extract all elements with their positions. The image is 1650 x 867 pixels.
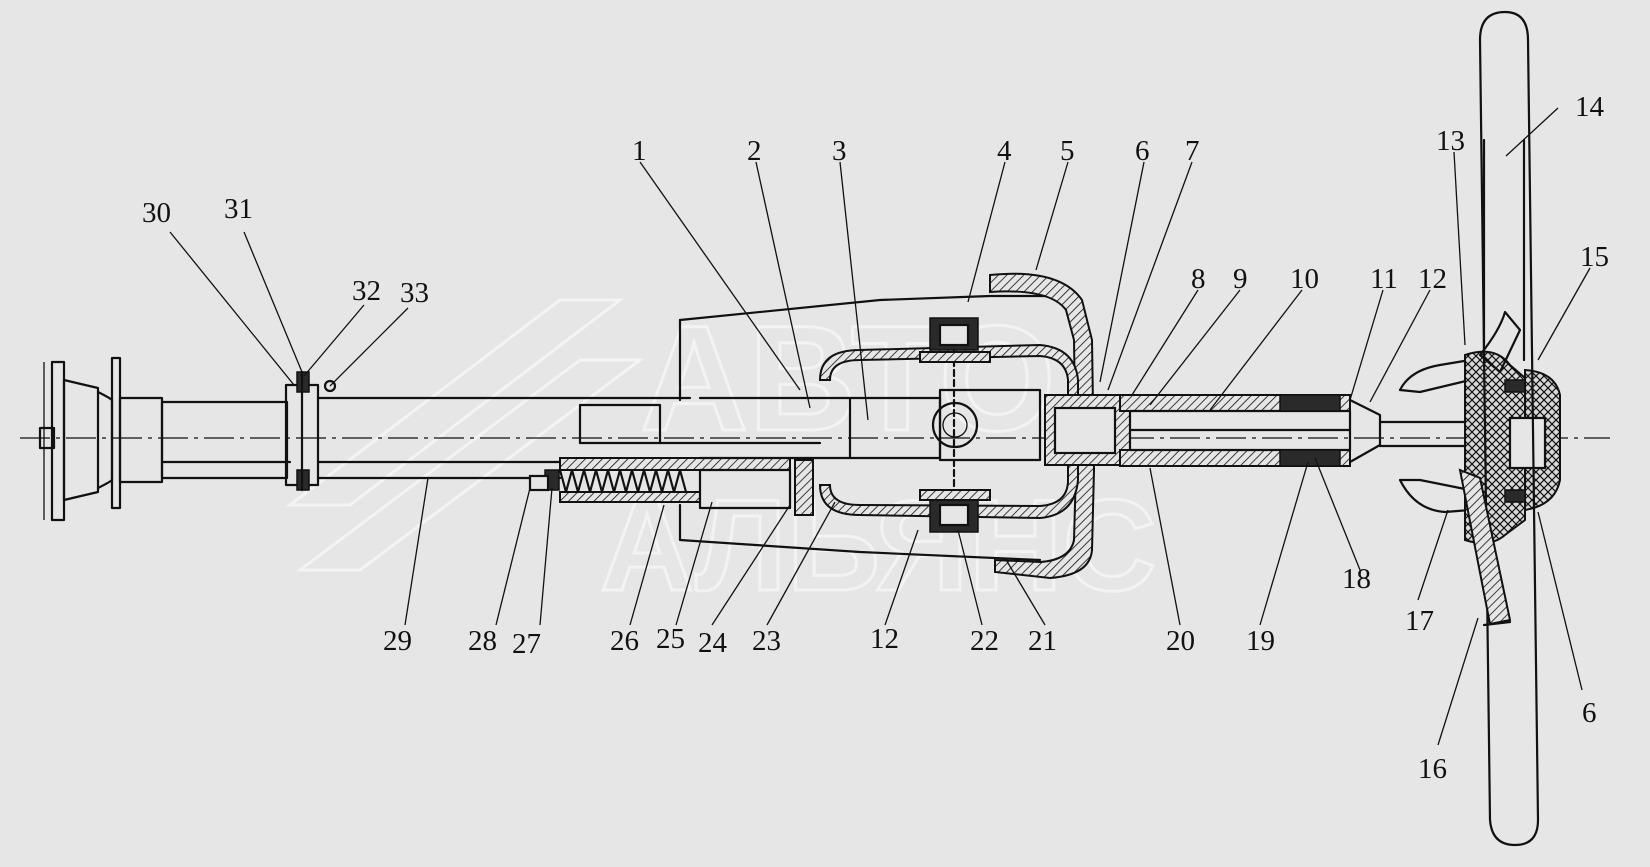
callout-11: 11	[1370, 263, 1398, 295]
steering-wheel-rim	[1458, 10, 1540, 847]
callout-7: 7	[1185, 135, 1200, 167]
callout-14: 14	[1575, 91, 1605, 123]
intermediate-shaft	[316, 396, 692, 480]
callout-31: 31	[224, 193, 253, 225]
callout-19: 19	[1246, 625, 1275, 657]
callout-21: 21	[1028, 625, 1057, 657]
callout-4: 4	[997, 135, 1012, 167]
callout-17: 17	[1405, 605, 1434, 637]
watermark-line-1: АВТО	[640, 294, 1056, 462]
callout-6-bottom: 6	[1582, 697, 1597, 729]
column-housing	[678, 272, 1096, 580]
clamp-assembly	[284, 370, 337, 492]
callout-9: 9	[1233, 263, 1248, 295]
callout-12-top: 12	[1418, 263, 1447, 295]
universal-joint	[658, 317, 1079, 533]
callout-24: 24	[698, 627, 728, 659]
callout-23: 23	[752, 625, 781, 657]
callout-18: 18	[1342, 563, 1371, 595]
callout-29: 29	[383, 625, 412, 657]
leader-lines	[169, 107, 1591, 746]
callout-25: 25	[656, 623, 685, 655]
callout-5: 5	[1060, 135, 1075, 167]
callout-32: 32	[352, 275, 381, 307]
callout-26: 26	[610, 625, 639, 657]
callouts: 1 2 3 4 5 6 7 8 9 10 11 12 13 14 15 16 1…	[142, 91, 1609, 785]
callout-8: 8	[1191, 263, 1206, 295]
callout-6: 6	[1135, 135, 1150, 167]
callout-20: 20	[1166, 625, 1195, 657]
callout-1: 1	[632, 135, 647, 167]
callout-10: 10	[1290, 263, 1319, 295]
callout-2: 2	[747, 135, 762, 167]
callout-16: 16	[1418, 753, 1447, 785]
callout-28: 28	[468, 625, 497, 657]
callout-33: 33	[400, 277, 429, 309]
callout-22: 22	[970, 625, 999, 657]
callout-3: 3	[832, 135, 847, 167]
callout-12-bottom: 12	[870, 623, 899, 655]
watermark-logo	[285, 298, 645, 572]
callout-13: 13	[1436, 125, 1465, 157]
callout-15: 15	[1580, 241, 1609, 273]
callout-30: 30	[142, 197, 171, 229]
spring-telescope	[528, 457, 814, 516]
callout-27: 27	[512, 628, 541, 660]
upper-column-tube	[1044, 394, 1482, 467]
